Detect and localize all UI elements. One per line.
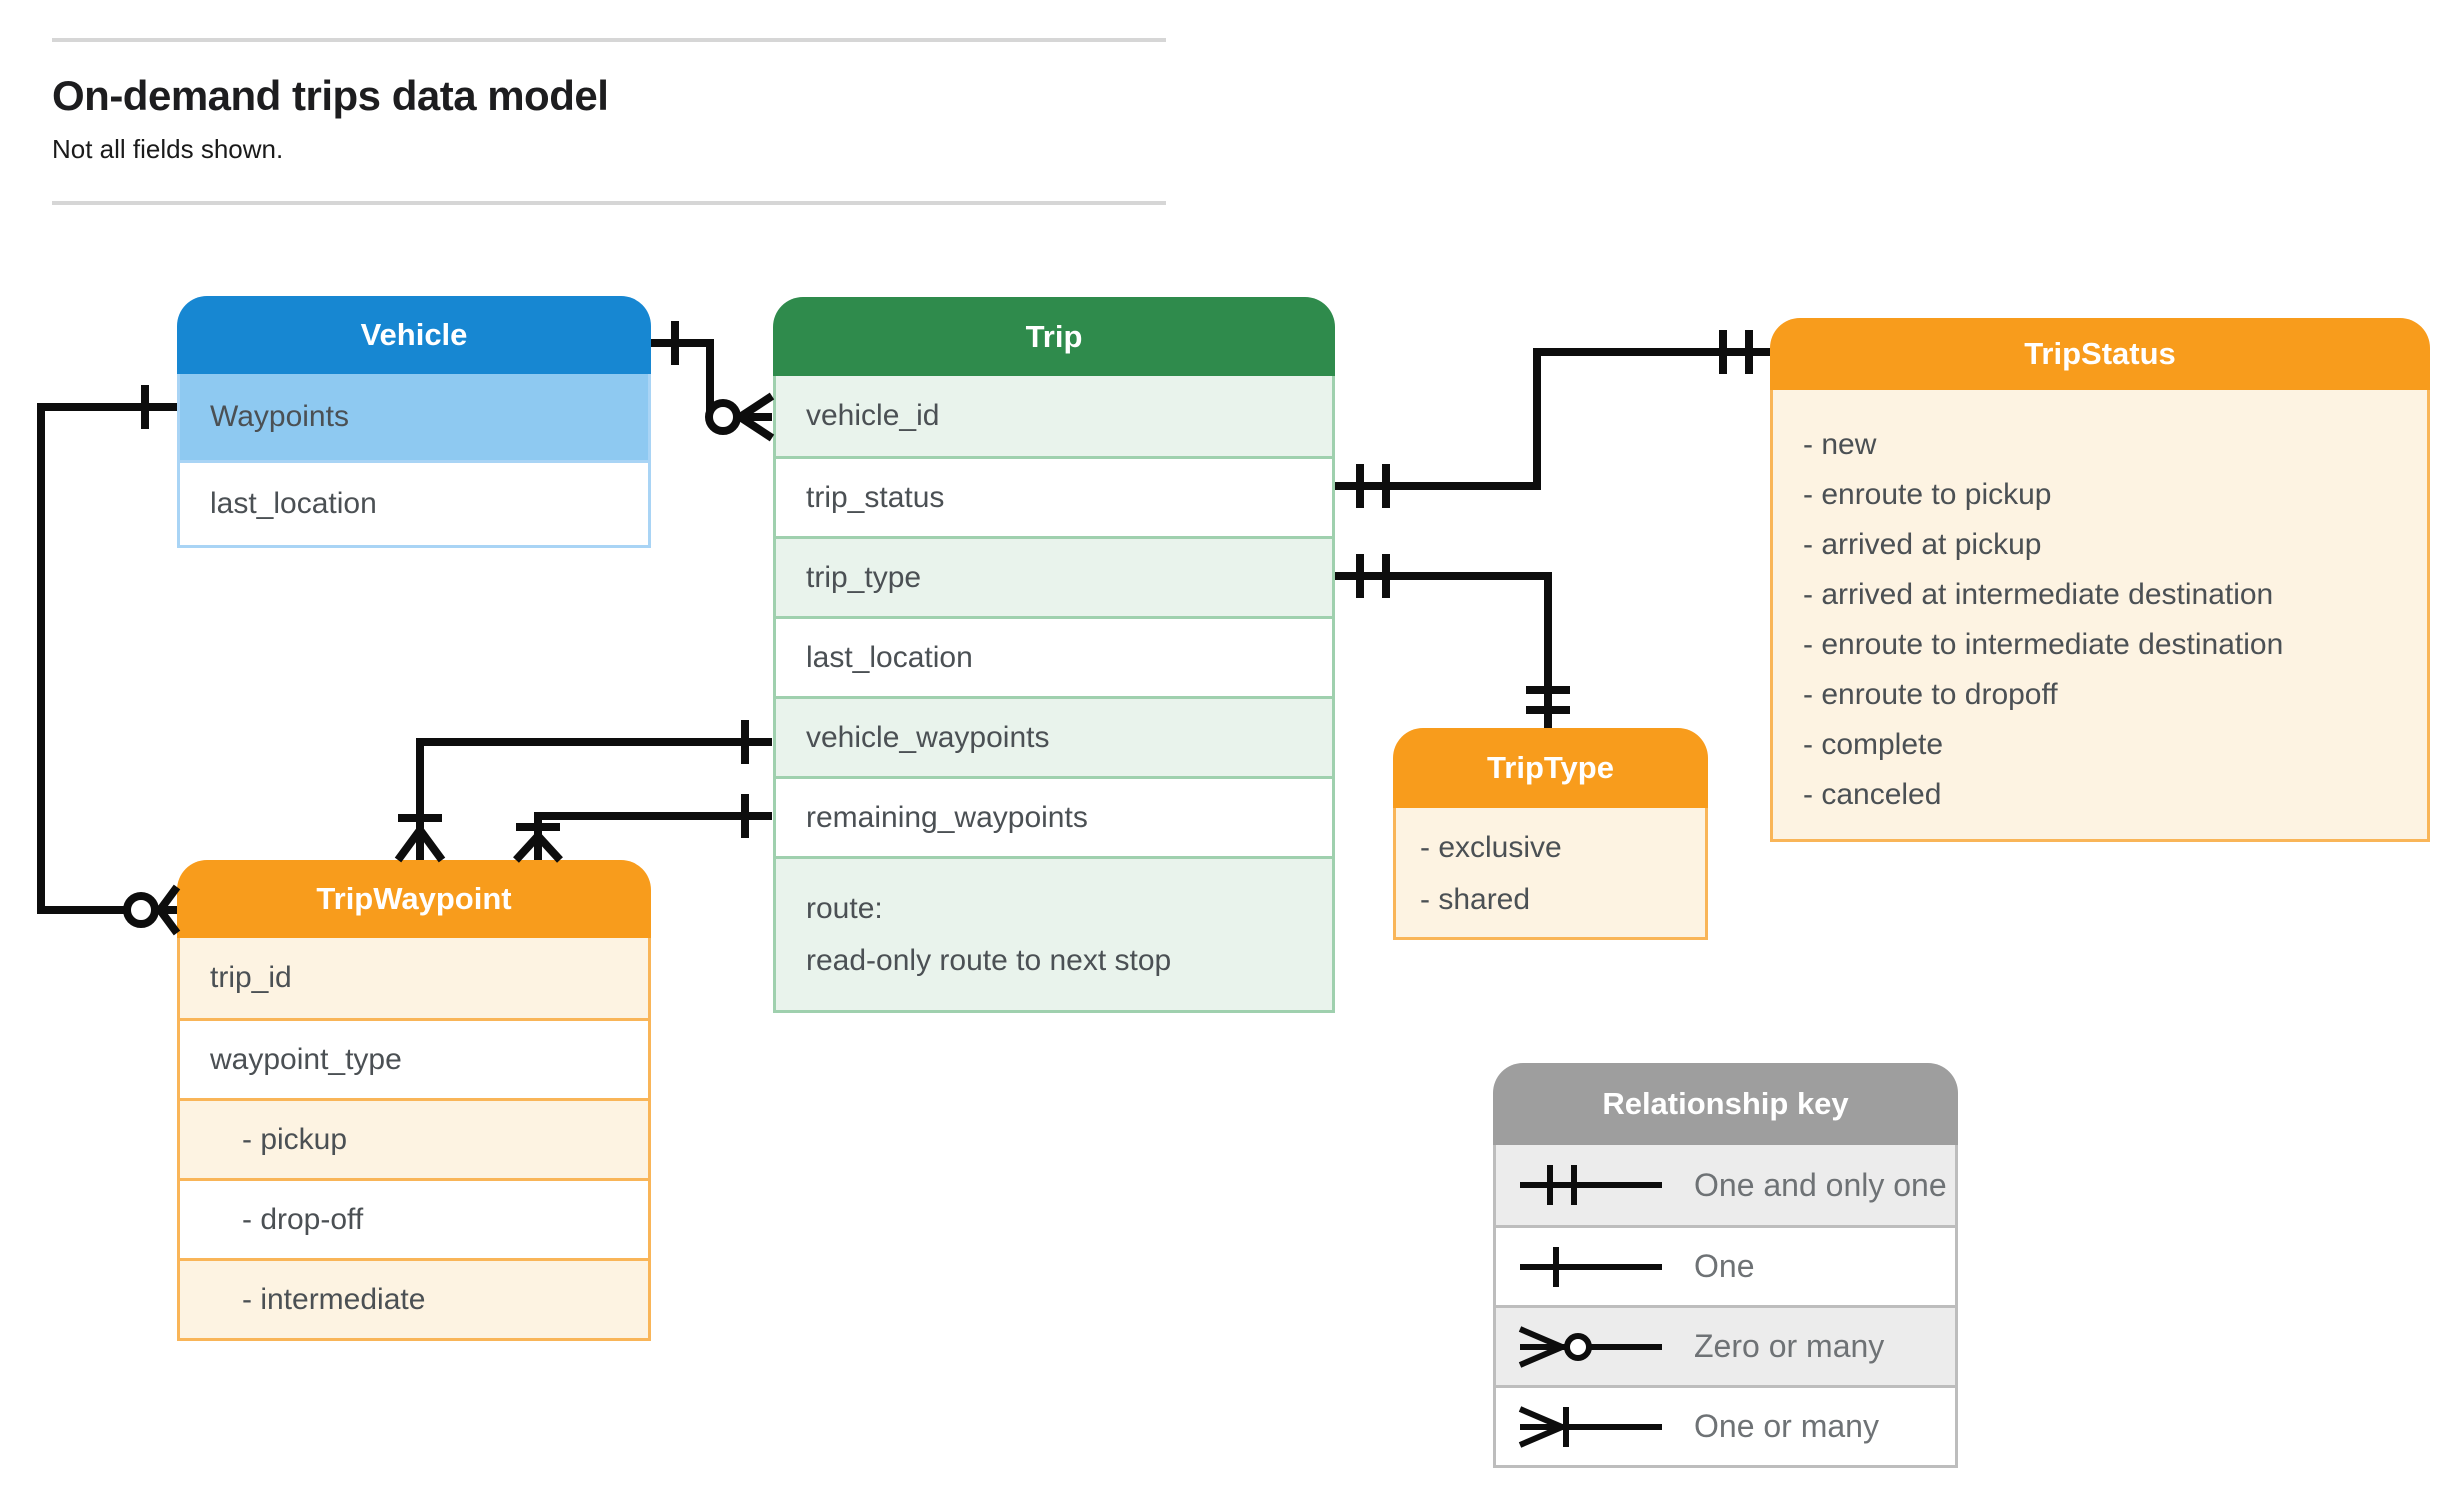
type-shared: - shared (1420, 883, 1531, 916)
field-last-location: last_location (180, 460, 648, 545)
relationship-key-body: One and only one One Zero or many (1493, 1145, 1958, 1468)
relationship-key-title: Relationship key (1493, 1063, 1958, 1145)
waypoint-type-intermediate: - intermediate (180, 1258, 648, 1338)
legend-row-one-and-only-one: One and only one (1496, 1145, 1955, 1225)
entity-trip-type-title: TripType (1393, 728, 1708, 808)
one-icon (1520, 1246, 1662, 1287)
legend-label: One (1694, 1248, 1755, 1284)
entity-trip-status: TripStatus - new - enroute to pickup - a… (1770, 318, 2430, 842)
entity-vehicle-title: Vehicle (177, 296, 651, 374)
entity-trip-waypoint: TripWaypoint trip_id waypoint_type - pic… (177, 860, 651, 1341)
connector-trip-tripstatus (1335, 330, 1770, 508)
connector-vehicle-tripwaypoint (37, 385, 181, 936)
field-remaining-waypoints: remaining_waypoints (776, 776, 1332, 856)
entity-trip-waypoint-title: TripWaypoint (177, 860, 651, 938)
legend-label: Zero or many (1694, 1328, 1885, 1364)
field-trip-status: trip_status (776, 456, 1332, 536)
top-divider (52, 38, 1166, 42)
status-arrived-at-intermediate-destination: - arrived at intermediate destination (1803, 578, 2274, 611)
legend-row-one-or-many: One or many (1496, 1385, 1955, 1465)
status-canceled: - canceled (1803, 778, 1942, 811)
legend-row-zero-or-many: Zero or many (1496, 1305, 1955, 1385)
page-title: On-demand trips data model (52, 72, 609, 119)
entity-trip-waypoint-body: trip_id waypoint_type - pickup - drop-of… (177, 938, 651, 1341)
field-vehicle-waypoints: vehicle_waypoints (776, 696, 1332, 776)
entity-trip-status-title: TripStatus (1770, 318, 2430, 390)
field-vehicle-id: vehicle_id (776, 376, 1332, 456)
connector-vehicle-trip (651, 321, 775, 442)
field-last-location: last_location (776, 616, 1332, 696)
entity-vehicle-body: Waypoints last_location (177, 374, 651, 548)
field-trip-id: trip_id (180, 938, 648, 1018)
bottom-divider (52, 201, 1166, 205)
entity-trip-status-body: - new - enroute to pickup - arrived at p… (1770, 390, 2430, 842)
one-or-many-icon (1518, 1405, 1662, 1448)
legend-label: One or many (1694, 1408, 1879, 1444)
legend-row-one: One (1496, 1225, 1955, 1305)
status-enroute-to-pickup: - enroute to pickup (1803, 478, 2052, 511)
status-new: - new (1803, 428, 1877, 461)
type-exclusive: - exclusive (1420, 831, 1562, 864)
field-waypoints: Waypoints (180, 374, 648, 460)
entity-trip-title: Trip (773, 297, 1335, 376)
entity-trip-type-body: - exclusive - shared (1393, 808, 1708, 940)
entity-vehicle: Vehicle Waypoints last_location (177, 296, 651, 548)
status-enroute-to-dropoff: - enroute to dropoff (1803, 678, 2058, 711)
legend-label: One and only one (1694, 1166, 1947, 1203)
field-route: route: read-only route to next stop (776, 856, 1332, 1010)
waypoint-type-pickup: - pickup (180, 1098, 648, 1178)
field-waypoint-type: waypoint_type (180, 1018, 648, 1098)
field-route-note: read-only route to next stop (806, 943, 1172, 977)
connector-trip-remaining-waypoints-tripwaypoint (513, 794, 772, 863)
entity-trip-type: TripType - exclusive - shared (1393, 728, 1708, 940)
field-trip-type: trip_type (776, 536, 1332, 616)
zero-or-many-icon (1518, 1325, 1662, 1368)
relationship-key: Relationship key One and only one One (1493, 1063, 1958, 1468)
status-enroute-to-intermediate-destination: - enroute to intermediate destination (1803, 628, 2284, 661)
entity-trip-body: vehicle_id trip_status trip_type last_lo… (773, 376, 1335, 1013)
connector-trip-vehicle-waypoints-tripwaypoint (394, 720, 772, 863)
connector-trip-triptype (1335, 554, 1570, 728)
page-subtitle: Not all fields shown. (52, 134, 284, 164)
status-arrived-at-pickup: - arrived at pickup (1803, 528, 2042, 561)
field-route-label: route: (806, 891, 883, 925)
entity-trip: Trip vehicle_id trip_status trip_type la… (773, 297, 1335, 1013)
waypoint-type-drop-off: - drop-off (180, 1178, 648, 1258)
one-and-only-one-icon (1520, 1165, 1662, 1205)
status-complete: - complete (1803, 728, 1944, 761)
